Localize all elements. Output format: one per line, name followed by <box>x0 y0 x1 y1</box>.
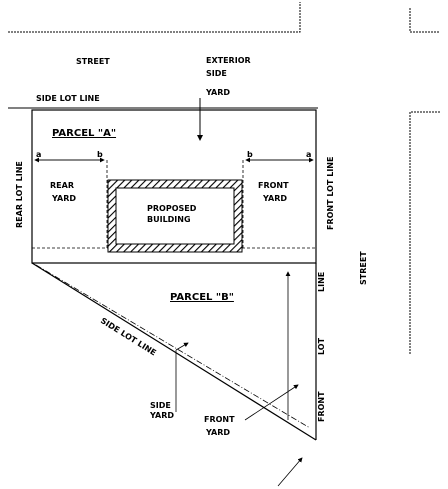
lot-label: LOT <box>317 337 326 355</box>
street-top-label: STREET <box>76 57 110 66</box>
dim-a-right: a <box>306 150 311 159</box>
side-yard-arrow <box>175 342 189 351</box>
side-label: SIDE <box>206 69 227 78</box>
side-lot-line-top-label: SIDE LOT LINE <box>36 94 100 103</box>
street-edge-top <box>8 2 440 33</box>
side-yard-label-1: SIDE <box>150 401 171 410</box>
side-lot-line-diagonal <box>35 264 311 429</box>
rear-yard-label-1: REAR <box>50 181 74 190</box>
dim-b-left: b <box>97 150 103 159</box>
proposed-label-2: BUILDING <box>147 215 191 224</box>
front-yard-pointer <box>244 384 299 421</box>
proposed-label-1: PROPOSED <box>147 204 197 213</box>
bottom-leader <box>277 457 303 487</box>
parcel-b-label: PARCEL "B" <box>170 292 234 303</box>
parcel-a-boundary <box>31 109 317 264</box>
dim-a-left: a <box>36 150 41 159</box>
dim-b-right: b <box>247 150 253 159</box>
street-edge-right <box>409 111 440 355</box>
front-lot-line-label: FRONT LOT LINE <box>326 157 335 230</box>
front-label: FRONT <box>317 391 326 422</box>
side-yard-label-2: YARD <box>149 411 174 420</box>
front-yard-b-label-2: YARD <box>205 428 230 437</box>
line-label: LINE <box>317 272 326 292</box>
front-yard-label-2: YARD <box>262 194 287 203</box>
proposed-building-inner <box>115 187 235 245</box>
parcel-a-label: PARCEL "A" <box>52 128 116 139</box>
parcel-b-boundary <box>31 262 317 441</box>
street-right-label: STREET <box>359 251 368 285</box>
rear-yard-label-2: YARD <box>51 194 76 203</box>
exterior-label: EXTERIOR <box>206 56 251 65</box>
rear-lot-line-label: REAR LOT LINE <box>15 161 24 228</box>
yard-label: YARD <box>205 88 230 97</box>
front-yard-b-label-1: FRONT <box>204 415 235 424</box>
front-yard-label-1: FRONT <box>258 181 289 190</box>
side-lot-line-diag-label: SIDE LOT LINE <box>99 316 158 357</box>
